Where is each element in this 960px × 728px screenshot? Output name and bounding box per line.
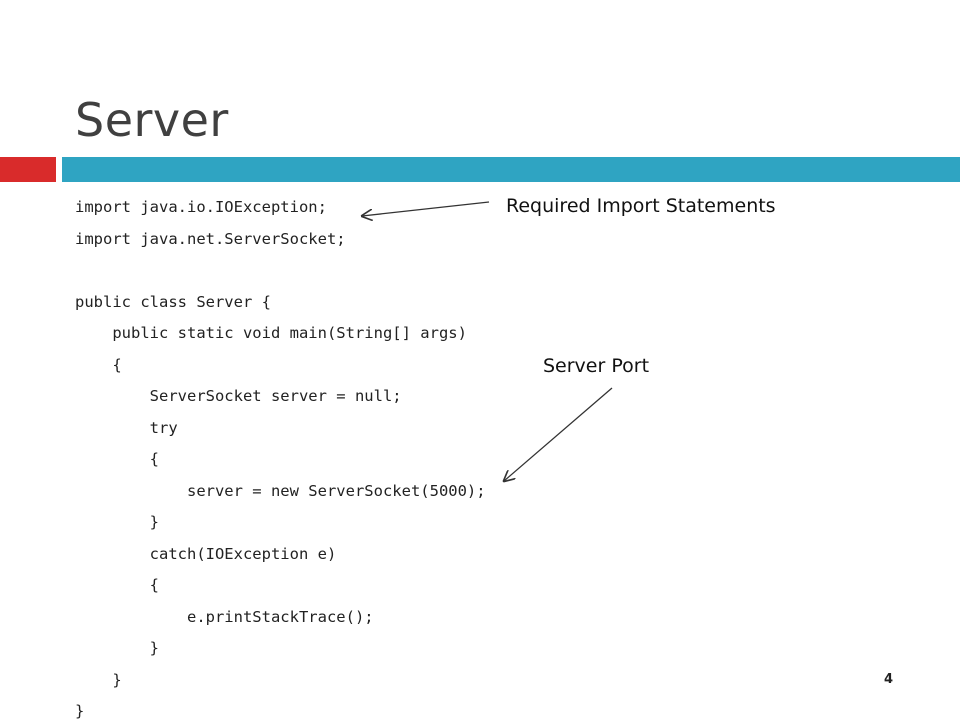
arrow-to-port [504,387,613,481]
code-line: } [75,639,159,657]
slide-title: Server [75,93,229,147]
code-line: public class Server { [75,292,271,311]
annotation-import-statements: Required Import Statements [506,195,776,217]
code-line: e.printStackTrace(); [75,607,374,626]
code-line: try [75,418,178,437]
code-line: { [75,450,159,468]
code-line: import java.net.ServerSocket; [75,229,346,248]
code-line: catch(IOException e) [75,544,337,563]
code-line: } [75,670,122,689]
page-number: 4 [884,672,894,687]
code-line: import java.io.IOException; [75,198,327,216]
code-line: server = new ServerSocket(5000); [75,481,486,500]
code-line: { [75,355,122,374]
code-block: import java.io.IOException; import java.… [75,192,486,728]
code-line: ServerSocket server = null; [75,387,402,405]
code-line: } [75,702,85,720]
annotation-server-port: Server Port [543,355,650,377]
title-accent-bar-teal [62,157,960,182]
title-accent-bar-red [0,157,56,182]
code-line: public static void main(String[] args) [75,324,467,342]
code-line [75,255,486,287]
code-line: { [75,576,159,594]
code-line: } [75,513,159,531]
